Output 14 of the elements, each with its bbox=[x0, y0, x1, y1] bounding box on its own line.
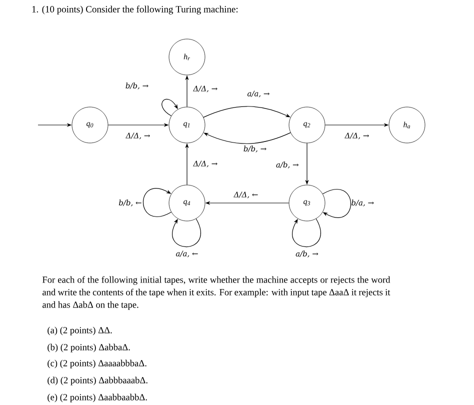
question-item: (c) (2 points) ΔaaaabbbaΔ. bbox=[48, 360, 146, 368]
arrow bbox=[322, 189, 352, 218]
title: 1. (10 points) Consider the following Turing machine: bbox=[32, 6, 238, 14]
instructions-text: For each of the following initial tapes, write whether the machine accepts or rejects the word and write the contents of the tape when it exits. For example: with input tape ΔaaΔ it rejects it and has ΔabΔ on the tape. bbox=[42, 276, 390, 310]
arrow bbox=[204, 132, 291, 144]
question-item: (e) (2 points) ΔaabbaabbΔ. bbox=[48, 394, 147, 402]
question-item: (a) (2 points) ΔΔ. bbox=[48, 326, 112, 336]
question-item: (b) (2 points) ΔabbaΔ. bbox=[48, 344, 130, 352]
question-item: (d) (2 points) ΔabbbaaabΔ. bbox=[48, 376, 148, 386]
arrow bbox=[162, 98, 178, 116]
arrow bbox=[292, 218, 321, 248]
arrow bbox=[172, 218, 201, 248]
arrow bbox=[142, 188, 172, 217]
arrow bbox=[203, 106, 290, 118]
